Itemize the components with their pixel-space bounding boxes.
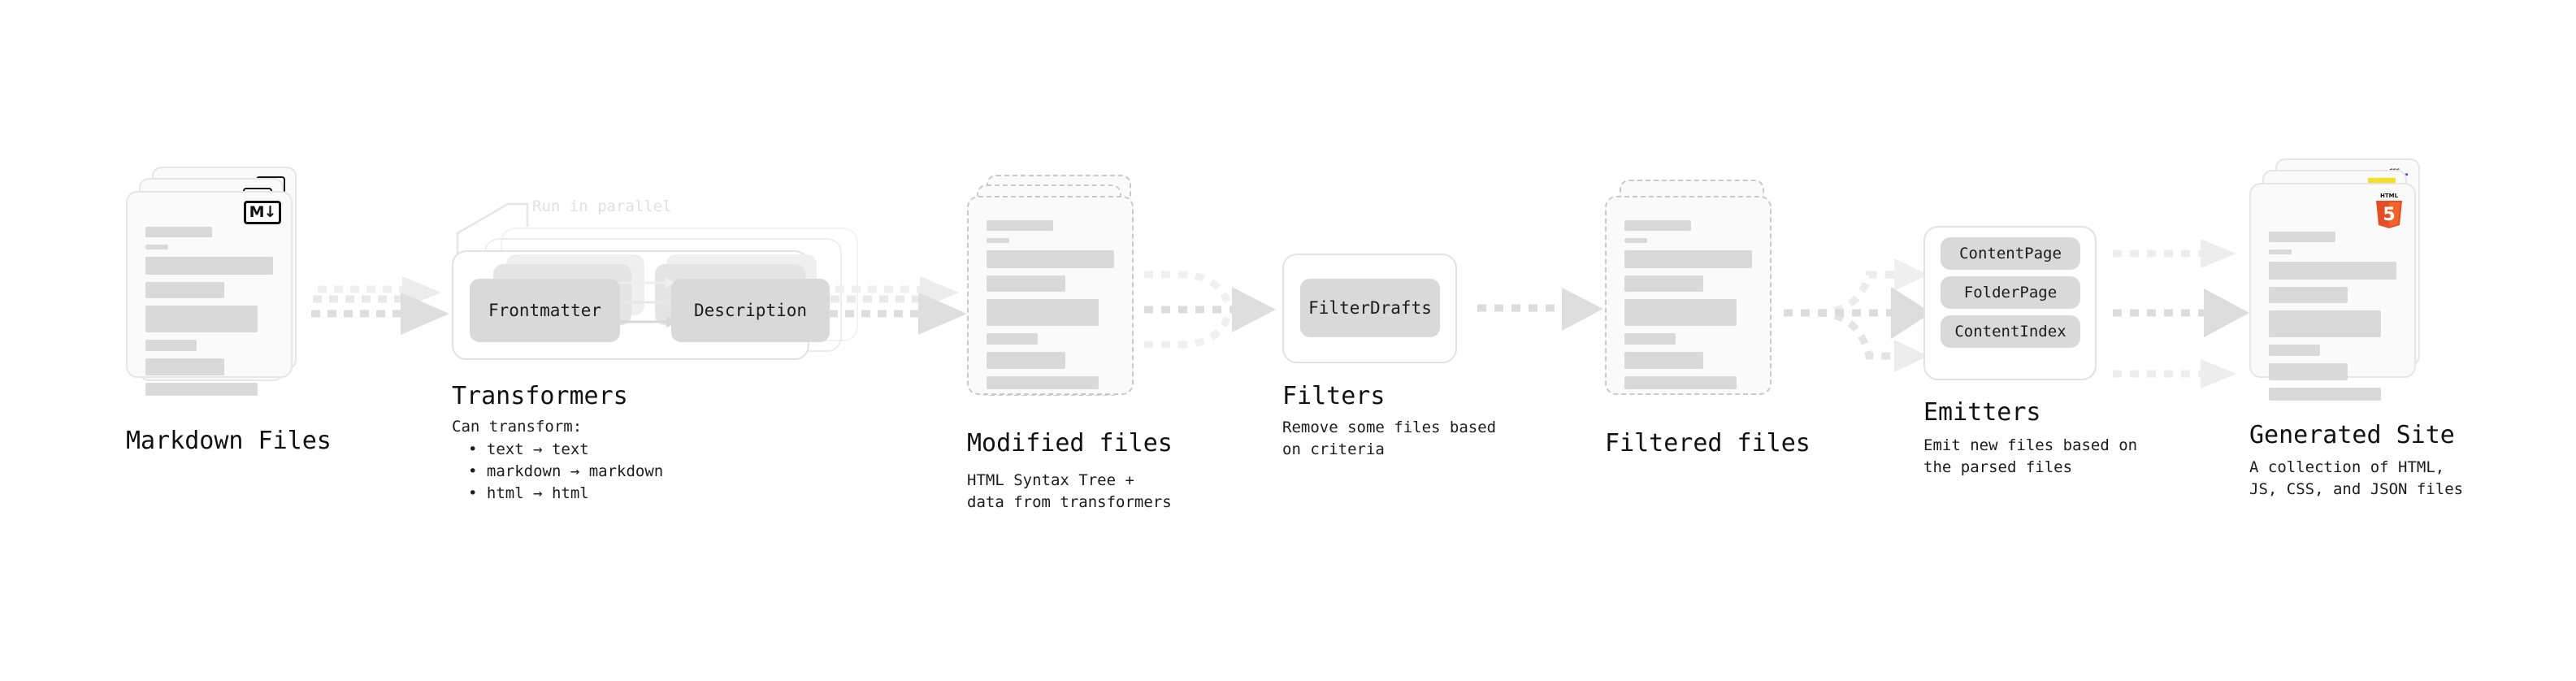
filters-caption-line-0: Remove some files based	[1282, 419, 1497, 436]
placeholder-bar	[2269, 310, 2382, 337]
placeholder-bar	[145, 282, 225, 298]
placeholder-bar	[1624, 238, 1648, 243]
stage-title-generated-site: Generated Site	[2249, 421, 2455, 449]
stage-title-modified-files: Modified files	[967, 429, 1173, 458]
generated-site-caption-line-1: JS, CSS, and JSON files	[2249, 480, 2464, 498]
placeholder-bar	[2269, 388, 2382, 401]
arrow-markdown-to-transformers	[311, 275, 453, 348]
html5-wordmark: HTML	[2380, 193, 2399, 199]
transformers-bullet-1: • markdown → markdown	[468, 462, 664, 480]
placeholder-bar	[2269, 249, 2292, 254]
markdown-files-stack: M↓ M↓ M↓	[126, 167, 301, 410]
placeholder-bar	[987, 250, 1114, 268]
placeholder-bar	[2269, 262, 2396, 280]
markdown-card-front[interactable]: M↓	[126, 191, 293, 396]
placeholder-bar	[1624, 376, 1737, 389]
markdown-placeholder-lines	[145, 227, 273, 403]
filtered-placeholder-lines	[1624, 220, 1752, 397]
emitter-chip-contentindex[interactable]: ContentIndex	[1941, 315, 2080, 348]
stage-title-emitters: Emitters	[1923, 398, 2041, 427]
placeholder-bar	[1624, 220, 1691, 231]
arrow-transformers-to-modified	[829, 275, 971, 348]
modified-card-front[interactable]	[967, 196, 1134, 395]
placeholder-bar	[2269, 363, 2348, 380]
emitter-chip-contentpage[interactable]: ContentPage	[1941, 237, 2080, 270]
generated-site-caption-line-0: A collection of HTML,	[2249, 458, 2445, 476]
placeholder-bar	[145, 358, 225, 375]
generated-card-front-html[interactable]: HTML 5	[2249, 183, 2416, 401]
modified-files-caption-line-0: HTML Syntax Tree +	[967, 471, 1134, 489]
stage-title-markdown-files: Markdown Files	[126, 427, 332, 455]
html5-number: 5	[2383, 205, 2395, 225]
placeholder-bar	[1624, 250, 1752, 268]
emitters-caption-line-1: the parsed files	[1923, 458, 2073, 476]
placeholder-bar	[1624, 333, 1676, 345]
arrow-filters-to-filtered	[1477, 286, 1607, 340]
modified-files-caption-line-1: data from transformers	[967, 493, 1172, 511]
run-in-parallel-bracket	[453, 199, 550, 260]
transformers-caption-heading: Can transform:	[452, 418, 583, 436]
arrow-modified-to-filters	[1144, 260, 1282, 366]
filtered-card-front[interactable]	[1605, 196, 1772, 395]
generated-placeholder-lines	[2269, 232, 2396, 408]
transformer-chip-description[interactable]: Description	[671, 279, 830, 342]
placeholder-bar	[987, 376, 1099, 389]
markdown-badge-glyph: M↓	[244, 201, 281, 224]
transformer-chip-frontmatter[interactable]: Frontmatter	[470, 279, 620, 342]
placeholder-bar	[987, 220, 1053, 231]
placeholder-bar	[145, 257, 273, 275]
placeholder-bar	[987, 299, 1099, 326]
transformer-inner-arrows	[618, 275, 715, 348]
stage-title-filtered-files: Filtered files	[1605, 429, 1811, 458]
markdown-icon: M↓	[244, 201, 281, 224]
placeholder-bar	[1624, 352, 1704, 369]
placeholder-bar	[2269, 345, 2320, 356]
placeholder-bar	[1624, 275, 1704, 292]
placeholder-bar	[145, 245, 169, 249]
stage-title-filters: Filters	[1282, 382, 1386, 410]
filtered-files-stack	[1605, 175, 1780, 427]
placeholder-bar	[987, 275, 1066, 292]
placeholder-bar	[145, 340, 197, 351]
placeholder-bar	[145, 227, 212, 237]
run-in-parallel-label: Run in parallel	[532, 197, 672, 215]
transformers-bullet-2: • html → html	[468, 484, 589, 502]
transformers-bullet-0: • text → text	[468, 440, 589, 458]
filter-chip-filterdrafts[interactable]: FilterDrafts	[1300, 279, 1440, 337]
placeholder-bar	[145, 306, 258, 332]
placeholder-bar	[2269, 287, 2348, 303]
filters-caption-line-1: on criteria	[1282, 440, 1385, 458]
placeholder-bar	[987, 238, 1010, 243]
emitter-chip-folderpage[interactable]: FolderPage	[1941, 276, 2080, 309]
placeholder-bar	[987, 352, 1066, 369]
placeholder-bar	[987, 333, 1038, 345]
placeholder-bar	[2269, 232, 2335, 242]
stage-title-transformers: Transformers	[452, 382, 628, 410]
modified-files-stack	[967, 175, 1142, 427]
emitters-caption-line-0: Emit new files based on	[1923, 436, 2138, 454]
html5-icon: HTML 5	[2372, 191, 2406, 230]
arrow-emitters-to-site	[2113, 236, 2263, 390]
modified-placeholder-lines	[987, 220, 1114, 397]
placeholder-bar	[1624, 299, 1737, 326]
generated-site-stack: CSS HTML 5	[2249, 158, 2424, 410]
placeholder-bar	[145, 383, 258, 396]
arrow-filtered-to-emitters	[1784, 236, 1934, 390]
